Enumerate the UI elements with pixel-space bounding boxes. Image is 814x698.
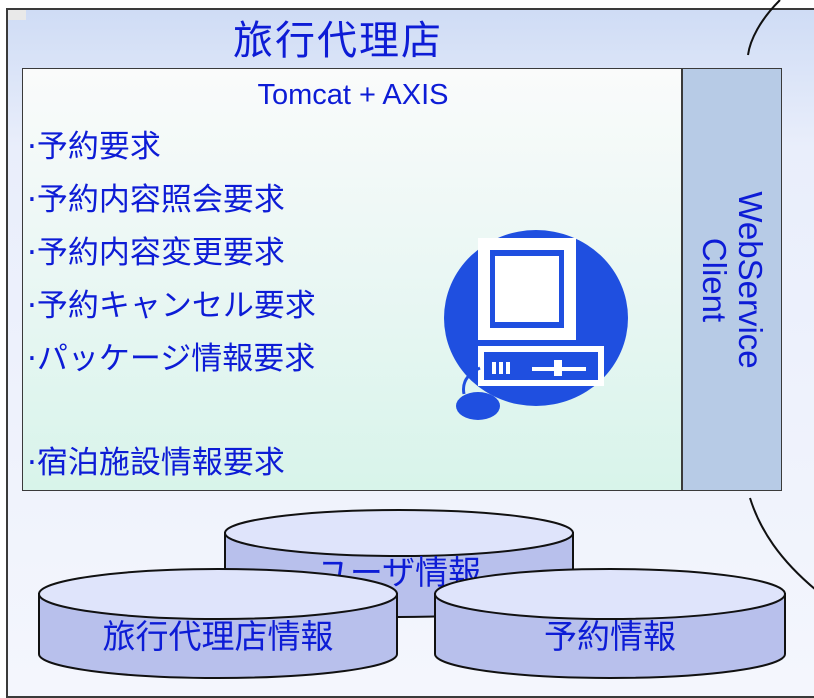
corner-mark: [8, 10, 26, 20]
database-cylinder-icon: [38, 568, 398, 679]
request-item: ·宿泊施設情報要求: [27, 445, 285, 481]
agency-info-database: 旅行代理店情報: [38, 566, 398, 680]
client-label: WebService Client: [696, 90, 769, 470]
agency-title: 旅行代理店: [233, 18, 443, 64]
client-label-line2: Client: [696, 237, 733, 322]
request-item: ·パッケージ情報要求: [27, 341, 316, 377]
server-header: Tomcat + AXIS: [257, 79, 449, 111]
reservation-info-label: 予約情報: [544, 617, 676, 656]
request-item: ·予約内容変更要求: [27, 235, 285, 271]
reservation-info-database: 予約情報: [434, 566, 786, 680]
request-item: ·予約キャンセル要求: [27, 288, 316, 324]
webservice-client: WebService Client: [682, 68, 782, 491]
computer-icon: [444, 230, 628, 420]
database-cylinder-icon: [434, 568, 786, 679]
request-item: ·予約内容照会要求: [27, 182, 285, 218]
client-label-line1: WebService: [732, 190, 769, 369]
connection-curve: [747, 0, 814, 590]
agency-info-label: 旅行代理店情報: [102, 617, 334, 656]
request-item: ·予約要求: [27, 129, 161, 165]
